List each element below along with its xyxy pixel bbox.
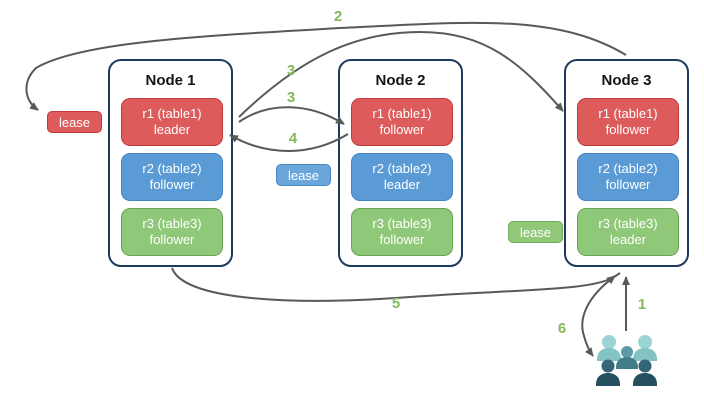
node-title: Node 2 [375,72,426,89]
replica-id: r2 (table2) [142,161,202,176]
replica-id: r3 (table3) [598,216,658,231]
step-number-3b: 3 [286,89,296,106]
step-number-3a: 3 [286,62,296,79]
lease-label-red: lease [47,111,102,133]
lease-label-green: lease [508,221,563,243]
replica-id: r3 (table3) [142,216,202,231]
replica-id: r3 (table3) [372,216,432,231]
replica-r3-node1: r3 (table3) follower [121,208,223,256]
replica-r2-node1: r2 (table2) follower [121,153,223,201]
replica-role: follower [149,177,195,192]
node-2: Node 2 r1 (table1) follower r2 (table2) … [338,59,463,267]
replica-r1-node3: r1 (table1) follower [577,98,679,146]
replica-id: r2 (table2) [372,161,432,176]
replica-r3-node3: r3 (table3) leader [577,208,679,256]
step-number-6: 6 [557,320,567,337]
replica-r1-node2: r1 (table1) follower [351,98,453,146]
replica-r3-node2: r3 (table3) follower [351,208,453,256]
node-3: Node 3 r1 (table1) follower r2 (table2) … [564,59,689,267]
node-title: Node 1 [145,72,196,89]
step-number-1: 1 [637,296,647,313]
lease-label-blue: lease [276,164,331,186]
replica-r1-node1: r1 (table1) leader [121,98,223,146]
replica-role: follower [379,232,425,247]
replica-role: follower [605,122,651,137]
replica-id: r2 (table2) [598,161,658,176]
replica-role: leader [383,177,421,192]
replica-role: leader [153,122,191,137]
replica-r2-node3: r2 (table2) follower [577,153,679,201]
replica-role: leader [609,232,647,247]
replica-role: follower [379,122,425,137]
replica-role: follower [149,232,195,247]
step-number-4: 4 [288,130,298,147]
arrow-step-3-leader-to-node2 [238,106,345,125]
replica-role: follower [605,177,651,192]
replica-id: r1 (table1) [598,106,658,121]
replica-id: r1 (table1) [142,106,202,121]
people-group-icon [596,335,657,386]
step-number-2: 2 [333,8,343,25]
replica-r2-node2: r2 (table2) leader [351,153,453,201]
step-number-5: 5 [391,295,401,312]
node-title: Node 3 [601,72,652,89]
node-1: Node 1 r1 (table1) leader r2 (table2) fo… [108,59,233,267]
replica-id: r1 (table1) [372,106,432,121]
